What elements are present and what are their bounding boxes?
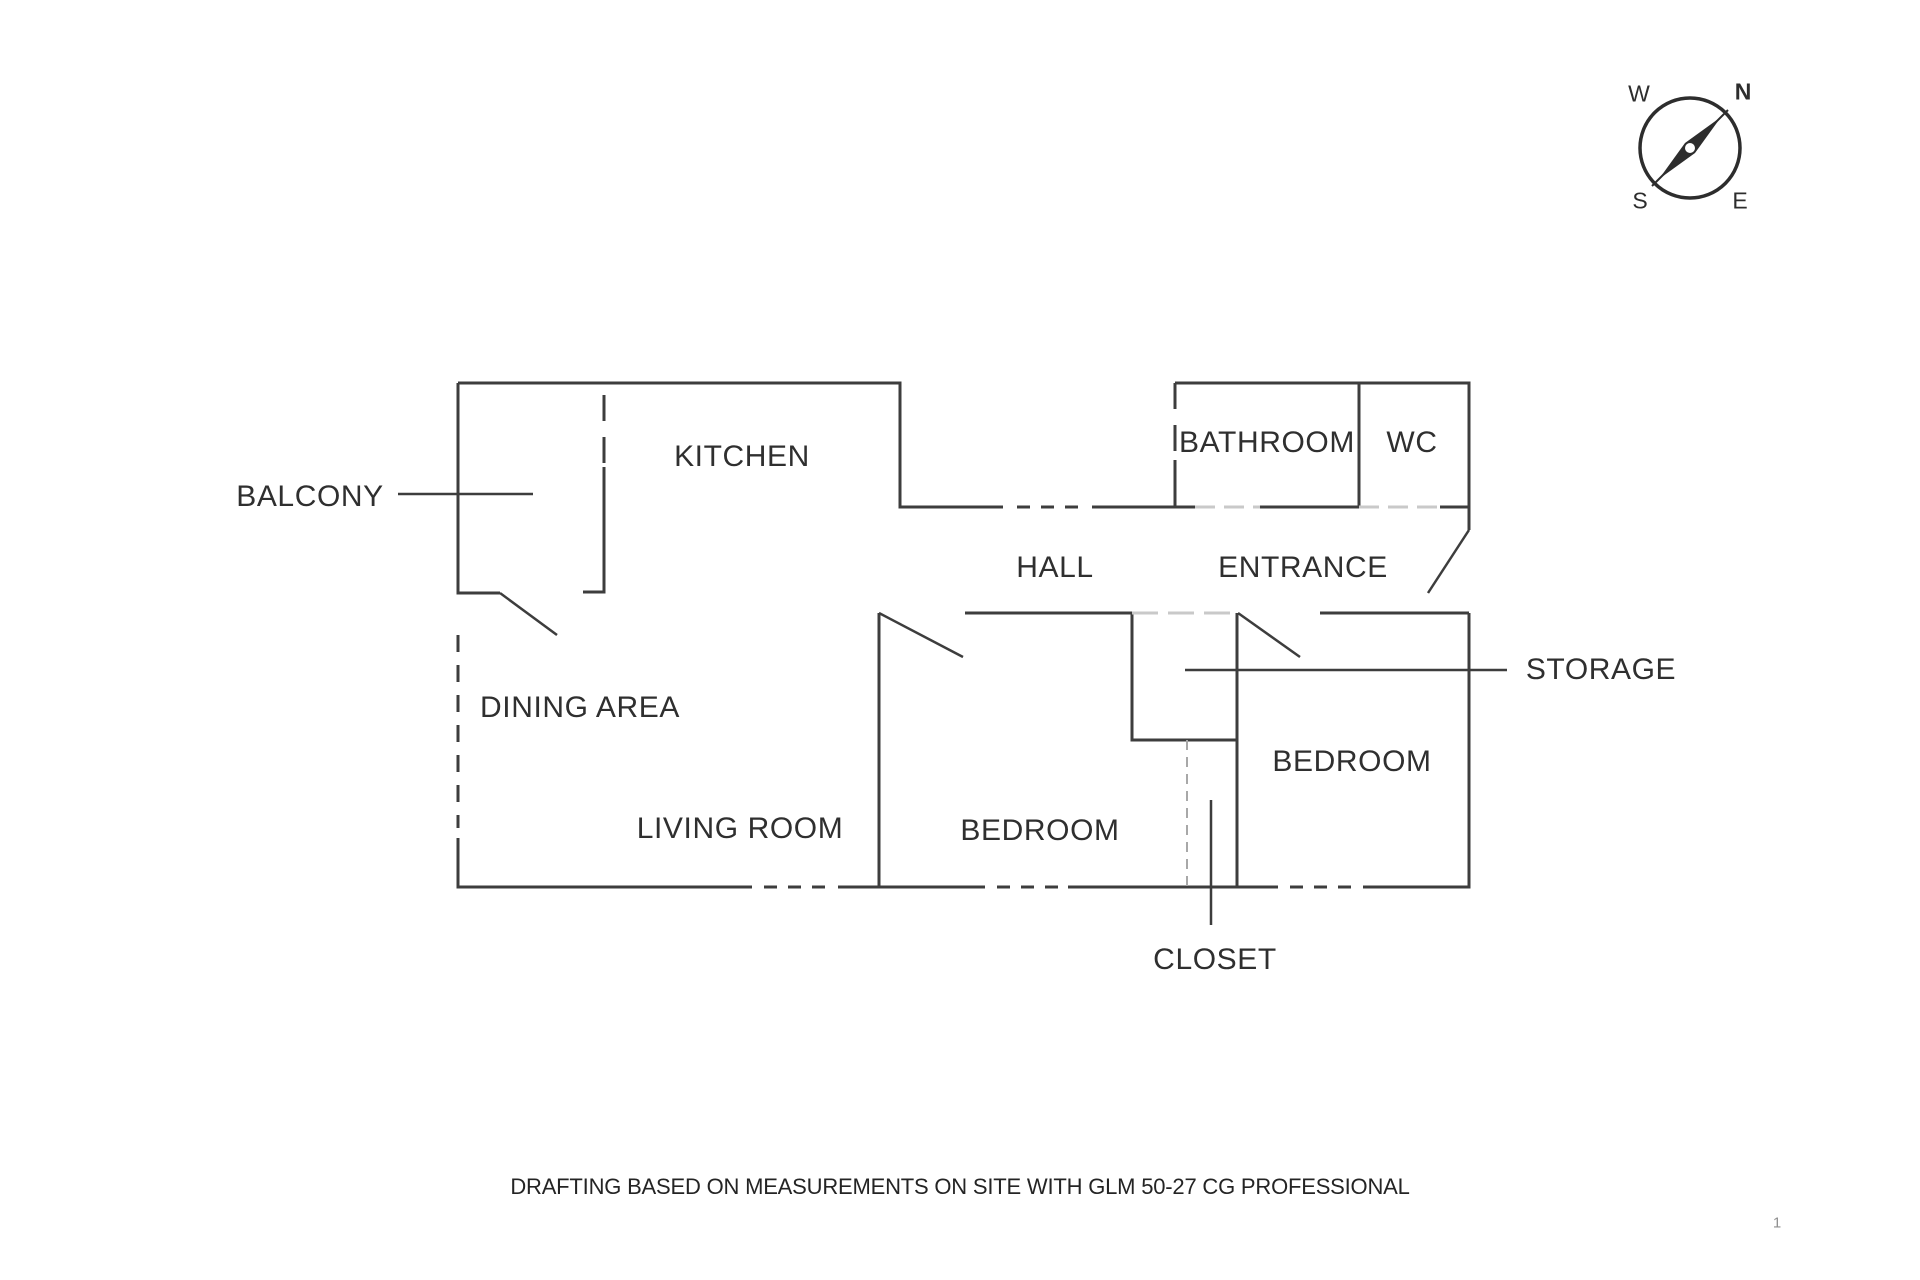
- wall-bedroom-top-storage: [965, 611, 1237, 742]
- wall-bathroom-top-rightwall: [1175, 381, 1471, 530]
- compass-label-w: W: [1628, 80, 1650, 107]
- door-swings: [499, 529, 1471, 659]
- room-label-kitchen: KITCHEN: [674, 440, 810, 473]
- page-number: 1: [1772, 1214, 1782, 1232]
- wall-balcony-partition: [583, 467, 606, 594]
- compass-ring: [1638, 96, 1742, 200]
- compass-label-s: S: [1632, 187, 1648, 214]
- entrance-door-swing: [1426, 529, 1471, 594]
- room-label-living-room: LIVING ROOM: [636, 812, 844, 845]
- room-label-entrance: ENTRANCE: [1218, 551, 1388, 584]
- room-label-bedroom-right: BEDROOM: [1272, 745, 1432, 778]
- compass-label-e: E: [1732, 187, 1748, 214]
- wall-balcony-left: [456, 383, 500, 595]
- wall-kitchen-top-right: [458, 381, 1003, 509]
- balcony-door-swing: [499, 591, 558, 637]
- compass-rose: [1638, 96, 1742, 200]
- leader-lines: [398, 492, 1507, 925]
- room-label-wc: WC: [1386, 426, 1438, 459]
- wall-bottom-exterior: [456, 613, 1471, 889]
- room-label-hall: HALL: [1016, 551, 1094, 584]
- compass-label-n: N: [1734, 78, 1752, 105]
- room-label-bathroom: BATHROOM: [1179, 426, 1355, 459]
- solid-walls: [456, 381, 1471, 889]
- dashed-walls: [456, 383, 1352, 889]
- room-label-bedroom-middle: BEDROOM: [960, 814, 1120, 847]
- drafting-note: DRAFTING BASED ON MEASUREMENTS ON SITE W…: [510, 1174, 1410, 1199]
- compass-needle-hub: [1685, 143, 1695, 153]
- bedroom-right-door-swing: [1237, 611, 1301, 659]
- bedroom-middle-door-swing: [878, 611, 964, 659]
- room-label-closet: CLOSET: [1153, 943, 1277, 976]
- room-label-dining-area: DINING AREA: [480, 691, 680, 724]
- room-label-balcony: BALCONY: [236, 480, 384, 513]
- door-opening-thresholds: [1132, 505, 1440, 615]
- room-label-storage: STORAGE: [1525, 653, 1677, 686]
- wall-hall-top: [1092, 460, 1177, 509]
